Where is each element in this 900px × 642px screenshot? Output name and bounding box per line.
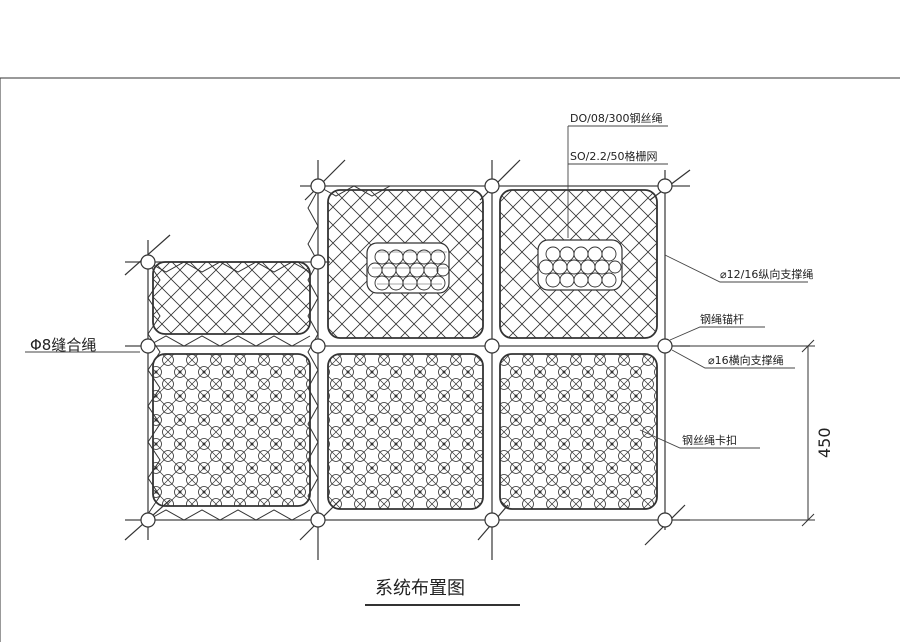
drawing-frame xyxy=(0,77,900,642)
panel-top-left xyxy=(152,261,311,335)
label-transverse-rope: ⌀16横向支撑绳 xyxy=(708,354,784,367)
label-stitch-rope: Φ8缝合绳 xyxy=(30,336,97,354)
panel-bottom-right xyxy=(499,353,658,510)
stitch-rope xyxy=(147,185,391,521)
panel-top-right xyxy=(499,189,658,339)
label-longitudinal-rope: ⌀12/16纵向支撑绳 xyxy=(720,268,814,281)
dimension-value: 450 xyxy=(815,427,834,458)
label-anchor: 钢绳锚杆 xyxy=(700,313,744,326)
leader-lines xyxy=(25,125,808,449)
panel-bottom-middle xyxy=(327,353,484,510)
drawing-title: 系统布置图 xyxy=(375,578,465,599)
dimension-450 xyxy=(680,339,815,527)
label-grid-net: SO/2.2/50格栅网 xyxy=(570,150,658,163)
label-clip: 钢丝绳卡扣 xyxy=(682,434,737,447)
panel-bottom-left xyxy=(152,353,311,507)
panel-top-middle xyxy=(327,189,484,339)
label-main-rope: DO/08/300钢丝绳 xyxy=(570,112,663,125)
anchor-points xyxy=(124,159,691,546)
